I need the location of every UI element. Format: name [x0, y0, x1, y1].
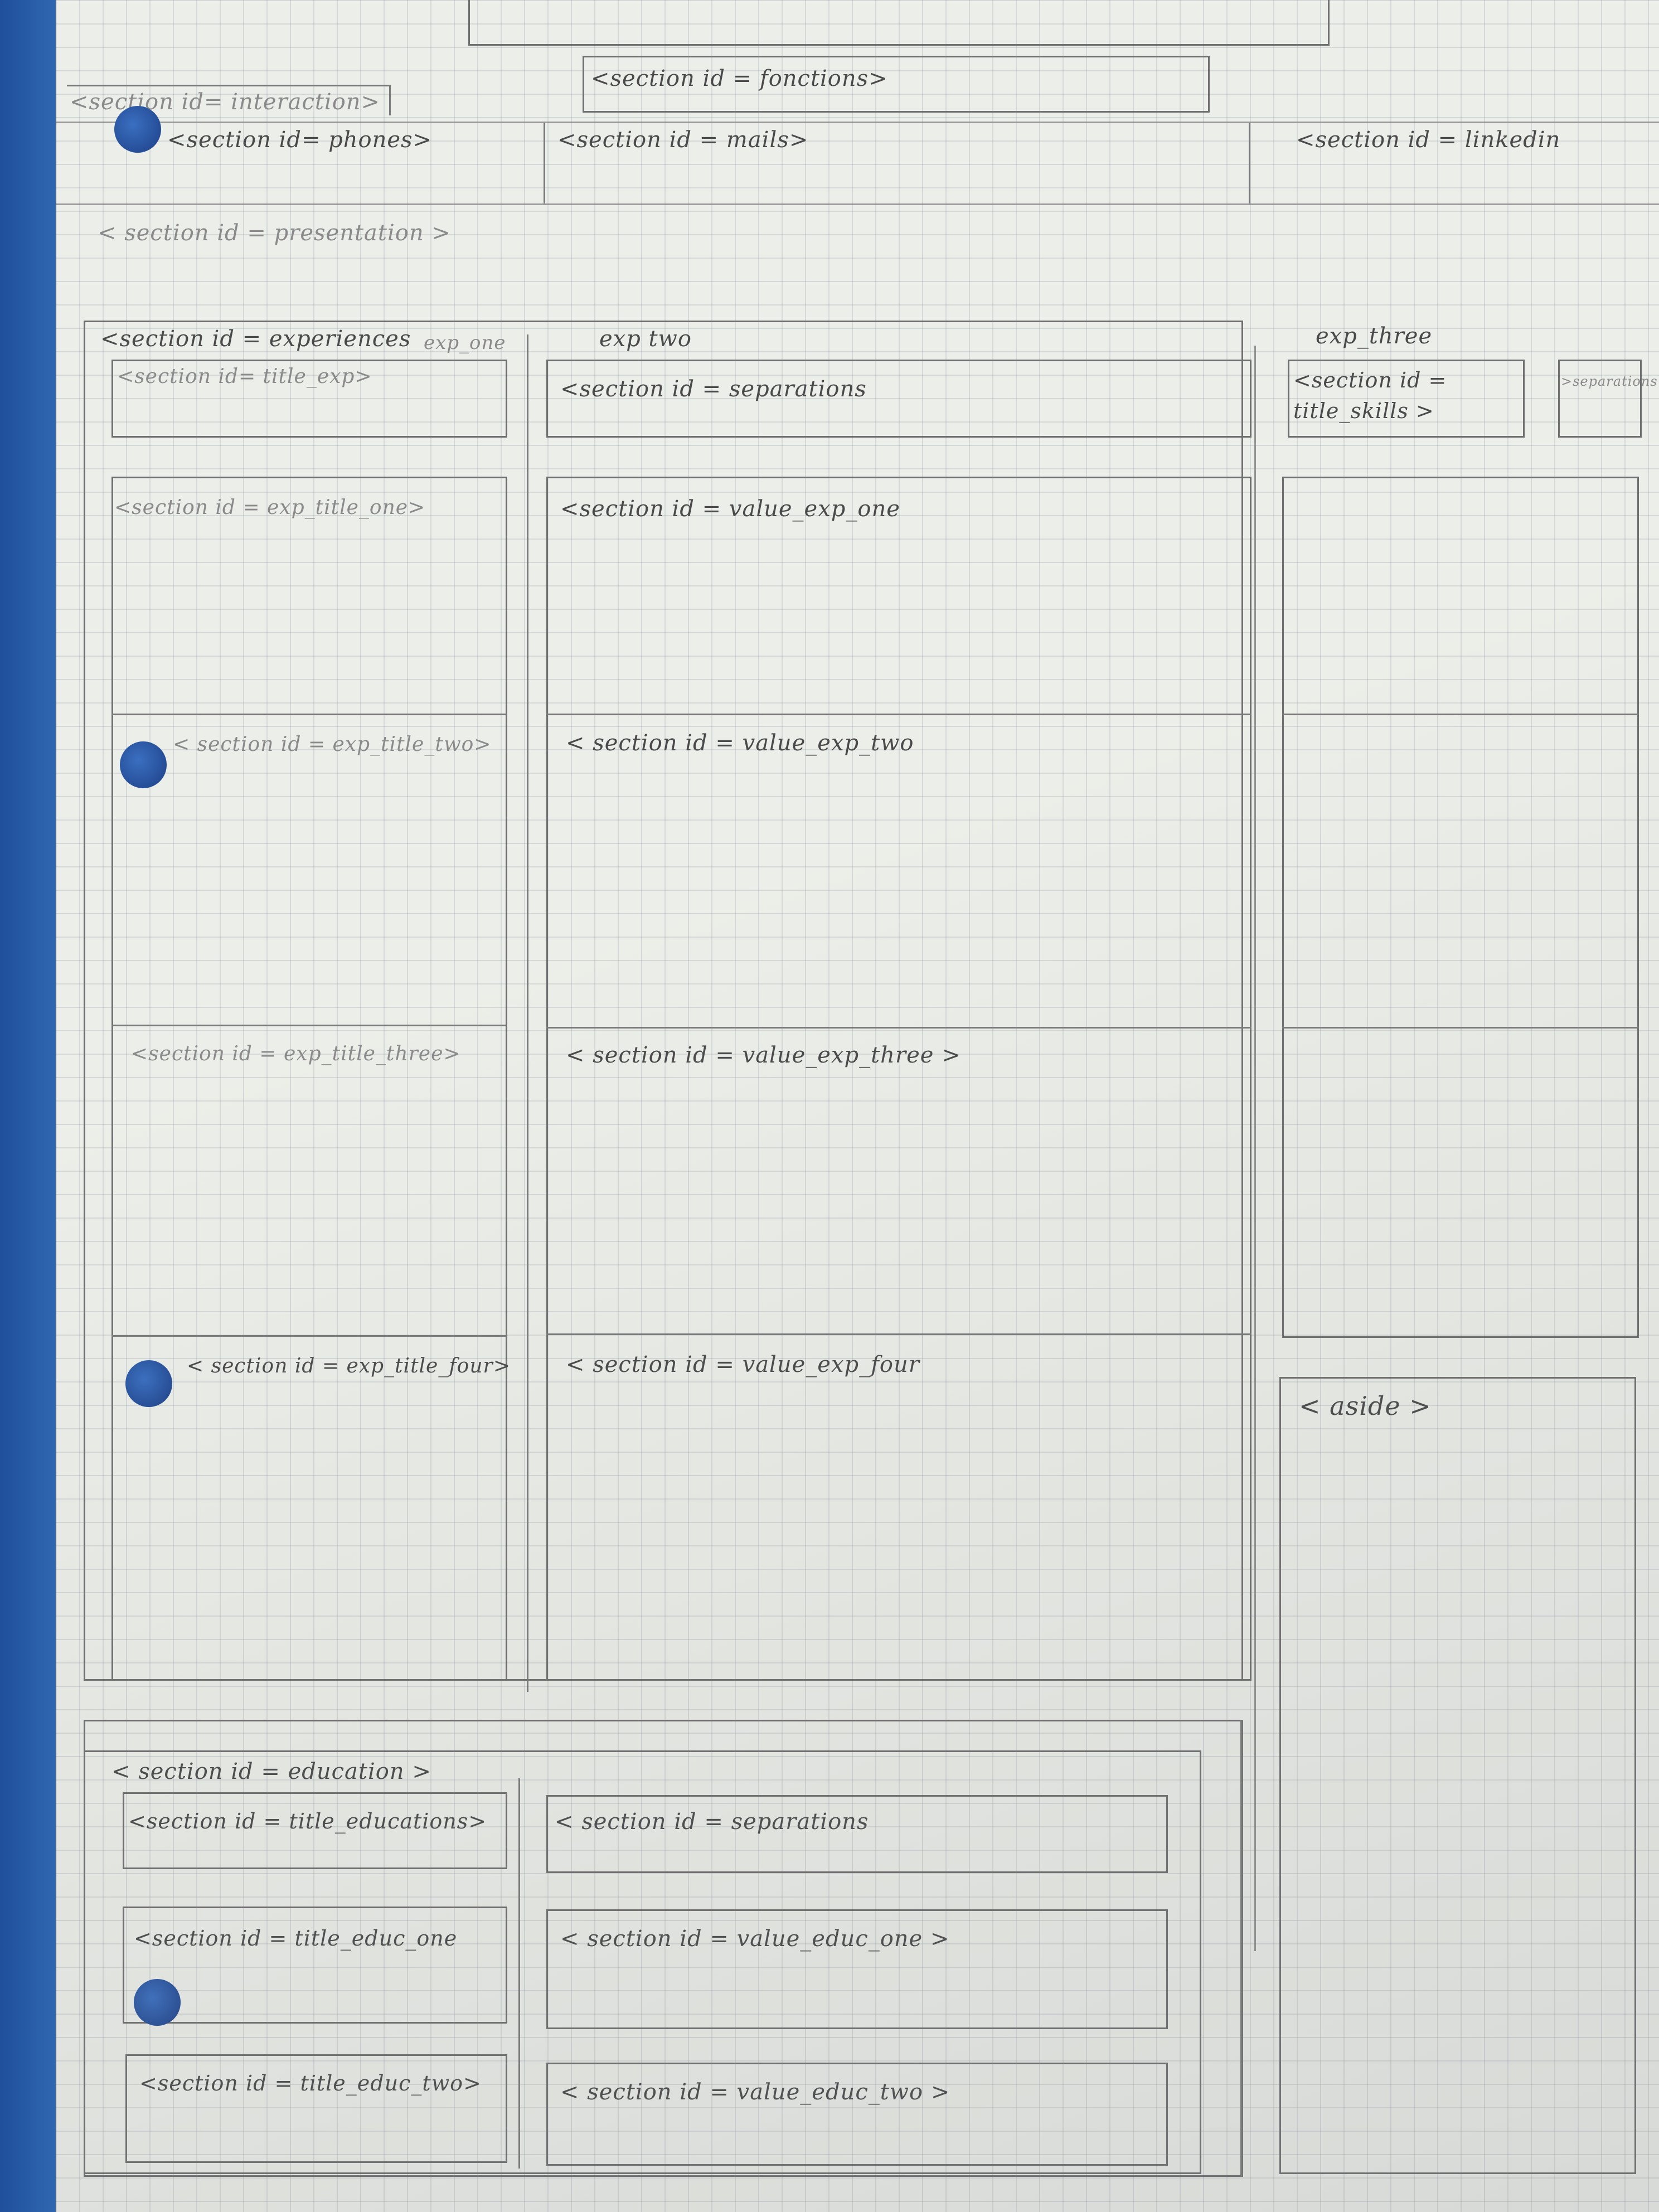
aside-box — [1279, 1377, 1636, 2174]
value-exp-two-label: < section id = value_exp_two — [566, 730, 914, 756]
separations-small-box — [1558, 360, 1642, 438]
education-col-divider — [518, 1778, 520, 2169]
exp-two-label: exp two — [599, 326, 692, 352]
educ-separations-label: < section id = separations — [555, 1809, 869, 1835]
title-educ-two-label: <section id = title_educ_two> — [139, 2071, 482, 2095]
col-divider-two — [1254, 346, 1256, 1951]
grid-paper — [56, 0, 1659, 2212]
header-box — [468, 0, 1330, 46]
education-right-edge — [1240, 1720, 1242, 2177]
exp-three-label: exp_three — [1316, 323, 1433, 349]
phones-label: <section id= phones> — [167, 127, 433, 153]
fonctions-box — [583, 56, 1210, 113]
experiences-label: <section id = experiences — [100, 326, 411, 352]
contact-row-top — [56, 122, 1659, 123]
exp-title-two-label: < section id = exp_title_two> — [173, 733, 492, 756]
title-skills-box — [1288, 360, 1525, 438]
exp-title-three-label: <section id = exp_title_three> — [131, 1042, 461, 1065]
value-row-sep-3 — [546, 1333, 1251, 1335]
value-educ-one-box — [546, 1909, 1168, 2029]
title-exp-box — [111, 360, 507, 438]
value-educ-one-label: < section id = value_educ_one > — [560, 1926, 950, 1952]
value-educ-two-label: < section id = value_educ_two > — [560, 2079, 950, 2105]
title-skills-label-1: <section id = — [1293, 368, 1447, 392]
skills-column — [1282, 477, 1639, 1338]
title-educ-two-box — [125, 2054, 507, 2163]
exp-one-label: exp_one — [424, 332, 506, 354]
fonctions-label: <section id = fonctions> — [591, 66, 888, 91]
title-educ-one-label: <section id = title_educ_one — [134, 1926, 458, 1951]
interaction-line — [67, 85, 390, 86]
binder-hole — [125, 1360, 172, 1407]
separations-box — [546, 360, 1251, 438]
value-row-sep-2 — [546, 1027, 1251, 1029]
educ-separations-box — [546, 1795, 1168, 1873]
value-educ-two-box — [546, 2063, 1168, 2166]
exp-title-four-label: < section id = exp_title_four> — [187, 1355, 511, 1377]
value-exp-one-label: <section id = value_exp_one — [560, 496, 900, 522]
linkedin-label: <section id = linkedin — [1296, 127, 1561, 153]
presentation-label: < section id = presentation > — [98, 220, 451, 246]
interaction-side — [389, 85, 391, 115]
value-exp-four-label: < section id = value_exp_four — [566, 1352, 920, 1377]
title-skills-label-2: title_skills > — [1293, 399, 1434, 423]
skills-row-sep-1 — [1282, 714, 1639, 715]
binder-hole — [134, 1979, 181, 2026]
col-divider-one — [527, 334, 528, 1692]
skills-row-sep-2 — [1282, 1027, 1639, 1029]
exp-row-sep-2 — [111, 1025, 507, 1026]
phones-divider — [544, 123, 545, 203]
binder-hole — [114, 106, 161, 153]
separations-label: <section id = separations — [560, 376, 867, 402]
exp-title-one-label: <section id = exp_title_one> — [114, 496, 426, 519]
education-label: < section id = education > — [111, 1759, 431, 1784]
title-educations-box — [123, 1792, 507, 1869]
exp-titles-column — [111, 477, 507, 1681]
interaction-label: <section id= interaction> — [70, 89, 381, 115]
exp-row-sep-1 — [111, 714, 507, 715]
exp-values-column — [546, 477, 1251, 1681]
title-educ-one-box — [123, 1907, 507, 2024]
title-exp-label: <section id= title_exp> — [117, 365, 372, 388]
binder-hole — [120, 741, 167, 788]
separations-small-label: >separations — [1561, 373, 1658, 389]
exp-row-sep-3 — [111, 1335, 507, 1337]
mails-divider — [1249, 123, 1250, 203]
aside-label: < aside > — [1299, 1391, 1432, 1421]
value-row-sep-1 — [546, 714, 1251, 715]
title-educations-label: <section id = title_educations> — [128, 1809, 487, 1833]
mails-label: <section id = mails> — [557, 127, 809, 153]
education-box — [84, 1750, 1201, 2174]
contact-row-bottom — [56, 203, 1659, 205]
value-exp-three-label: < section id = value_exp_three > — [566, 1042, 961, 1068]
